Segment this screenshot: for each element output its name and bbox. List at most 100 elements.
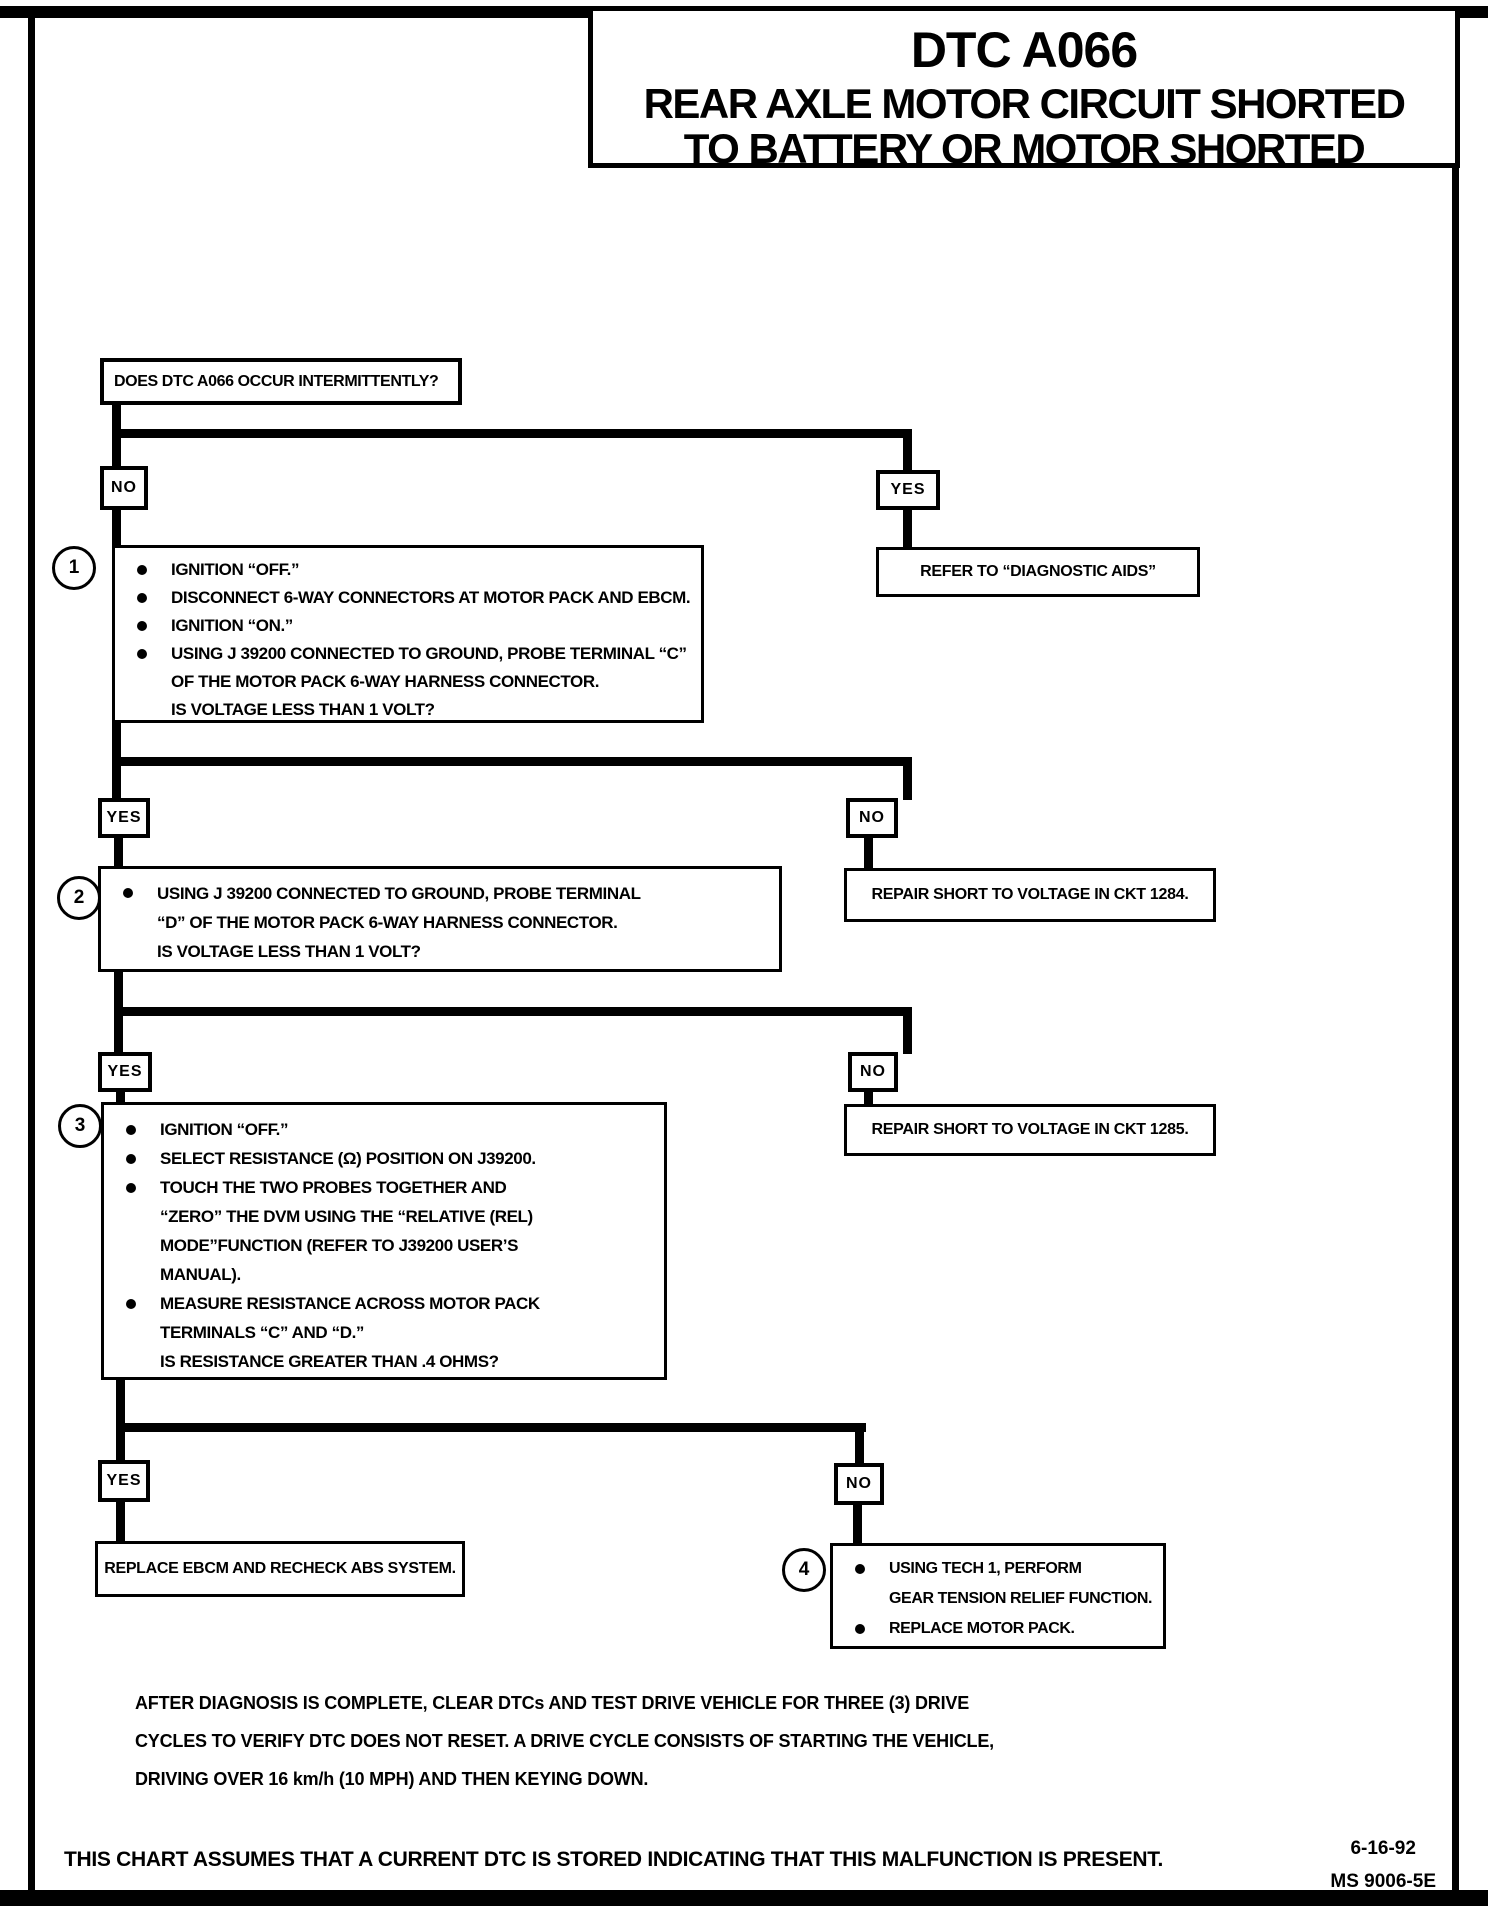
step4-line: GEAR TENSION RELIEF FUNCTION. (889, 1590, 1153, 1607)
repair-ckt-1284-box: REPAIR SHORT TO VOLTAGE IN CKT 1284. (844, 868, 1216, 922)
bullet-icon (126, 1183, 136, 1193)
drive-cycle-note: AFTER DIAGNOSIS IS COMPLETE, CLEAR DTCs … (135, 1684, 994, 1798)
decision4-no-box: NO (834, 1463, 884, 1505)
title-subtitle-line1: REAR AXLE MOTOR CIRCUIT SHORTED (643, 80, 1406, 127)
decision1-yes-label: YES (890, 481, 926, 498)
decision2-no-label: NO (859, 809, 885, 826)
document-number: MS 9006-5E (1330, 1871, 1436, 1892)
step3-line: MODE”FUNCTION (REFER TO J39200 USER’S (160, 1236, 519, 1255)
step1-line: IGNITION “ON.” (171, 616, 293, 635)
step4-line: USING TECH 1, PERFORM (889, 1560, 1082, 1577)
step4-line: REPLACE MOTOR PACK. (889, 1620, 1075, 1637)
connector (903, 429, 912, 474)
refer-diagnostic-aids-text: REFER TO “DIAGNOSTIC AIDS” (920, 563, 1156, 580)
step2-line: “D” OF THE MOTOR PACK 6-WAY HARNESS CONN… (157, 913, 618, 932)
bullet-icon (123, 888, 133, 898)
bullet-icon (137, 649, 147, 659)
decision1-no-label: NO (111, 479, 137, 496)
step1-line: IGNITION “OFF.” (171, 560, 300, 579)
start-question-box: DOES DTC A066 OCCUR INTERMITTENTLY? (100, 358, 462, 405)
connector (864, 1090, 873, 1106)
step3-box: IGNITION “OFF.” SELECT RESISTANCE (Ω) PO… (101, 1102, 667, 1380)
step1-number: 1 (68, 557, 80, 578)
connector (116, 1423, 866, 1432)
step2-box: USING J 39200 CONNECTED TO GROUND, PROBE… (98, 866, 782, 972)
step1-line: IS VOLTAGE LESS THAN 1 VOLT? (171, 700, 435, 719)
bullet-icon (855, 1564, 865, 1574)
decision4-yes-label: YES (106, 1472, 142, 1489)
step1-line: USING J 39200 CONNECTED TO GROUND, PROBE… (171, 644, 687, 663)
decision2-yes-box: YES (98, 798, 150, 838)
step2-line: USING J 39200 CONNECTED TO GROUND, PROBE… (157, 884, 641, 903)
step1-line: DISCONNECT 6-WAY CONNECTORS AT MOTOR PAC… (171, 588, 691, 607)
decision4-yes-box: YES (98, 1460, 150, 1502)
dtc-code: DTC A066 (910, 22, 1138, 78)
title-box: DTC A066 REAR AXLE MOTOR CIRCUIT SHORTED… (588, 6, 1460, 172)
step3-line: MANUAL). (160, 1265, 241, 1284)
document-id-block: 6-16-92 MS 9006-5E (1330, 1832, 1436, 1898)
step3-line: TOUCH THE TWO PROBES TOGETHER AND (160, 1178, 507, 1197)
connector (903, 757, 912, 800)
decision3-no-label: NO (860, 1063, 886, 1080)
decision2-no-box: NO (846, 798, 898, 838)
bullet-icon (855, 1624, 865, 1634)
connector (112, 757, 912, 766)
step3-line: IGNITION “OFF.” (160, 1120, 289, 1139)
step4-box: USING TECH 1, PERFORM GEAR TENSION RELIE… (830, 1543, 1166, 1649)
page-border-left (28, 6, 35, 1890)
connector (112, 508, 121, 548)
step4-number-circle: 4 (782, 1548, 826, 1592)
step3-line: TERMINALS “C” AND “D.” (160, 1323, 365, 1342)
bullet-icon (137, 621, 147, 631)
step3-line: MEASURE RESISTANCE ACROSS MOTOR PACK (160, 1294, 540, 1313)
step2-line: IS VOLTAGE LESS THAN 1 VOLT? (157, 942, 421, 961)
refer-diagnostic-aids-box: REFER TO “DIAGNOSTIC AIDS” (876, 547, 1200, 597)
step1-number-circle: 1 (52, 546, 96, 590)
connector (116, 1501, 125, 1543)
connector (903, 1007, 912, 1054)
bullet-icon (126, 1154, 136, 1164)
drive-cycle-note-line3: DRIVING OVER 16 km/h (10 MPH) AND THEN K… (135, 1769, 649, 1789)
replace-ebcm-text: REPLACE EBCM AND RECHECK ABS SYSTEM. (104, 1560, 456, 1577)
connector (112, 429, 912, 438)
repair-ckt-1284-text: REPAIR SHORT TO VOLTAGE IN CKT 1284. (871, 886, 1189, 903)
step1-box: IGNITION “OFF.” DISCONNECT 6-WAY CONNECT… (112, 545, 704, 723)
title-subtitle-line2: TO BATTERY OR MOTOR SHORTED (683, 125, 1366, 172)
connector (116, 1379, 125, 1462)
connector (853, 1504, 862, 1546)
step3-number: 3 (74, 1115, 86, 1136)
repair-ckt-1285-text: REPAIR SHORT TO VOLTAGE IN CKT 1285. (871, 1121, 1189, 1138)
connector (855, 1423, 864, 1467)
bullet-icon (126, 1299, 136, 1309)
decision3-yes-label: YES (107, 1063, 143, 1080)
drive-cycle-note-line1: AFTER DIAGNOSIS IS COMPLETE, CLEAR DTCs … (135, 1693, 969, 1713)
revision-date: 6-16-92 (1350, 1838, 1416, 1859)
bullet-icon (126, 1125, 136, 1135)
decision4-no-label: NO (846, 1475, 872, 1492)
decision2-yes-label: YES (106, 809, 142, 826)
decision3-no-box: NO (848, 1052, 898, 1092)
decision1-no-box: NO (100, 466, 148, 510)
replace-ebcm-box: REPLACE EBCM AND RECHECK ABS SYSTEM. (95, 1541, 465, 1597)
start-question-text: DOES DTC A066 OCCUR INTERMITTENTLY? (114, 372, 439, 390)
step2-number-circle: 2 (57, 876, 101, 920)
decision1-yes-box: YES (876, 470, 940, 510)
step3-line: IS RESISTANCE GREATER THAN .4 OHMS? (160, 1352, 499, 1371)
connector (903, 508, 912, 549)
connector (864, 836, 873, 870)
step2-number: 2 (73, 887, 85, 908)
repair-ckt-1285-box: REPAIR SHORT TO VOLTAGE IN CKT 1285. (844, 1104, 1216, 1156)
chart-assumption-note: THIS CHART ASSUMES THAT A CURRENT DTC IS… (64, 1848, 1164, 1871)
page-border-right (1452, 6, 1459, 1890)
page-border-bottom (0, 1890, 1488, 1906)
step3-number-circle: 3 (58, 1104, 102, 1148)
bullet-icon (137, 565, 147, 575)
connector (116, 1090, 125, 1104)
drive-cycle-note-line2: CYCLES TO VERIFY DTC DOES NOT RESET. A D… (135, 1731, 994, 1751)
decision3-yes-box: YES (98, 1052, 152, 1092)
connector (114, 836, 123, 868)
bullet-icon (137, 593, 147, 603)
connector (114, 1007, 912, 1016)
step1-line: OF THE MOTOR PACK 6-WAY HARNESS CONNECTO… (171, 672, 600, 691)
